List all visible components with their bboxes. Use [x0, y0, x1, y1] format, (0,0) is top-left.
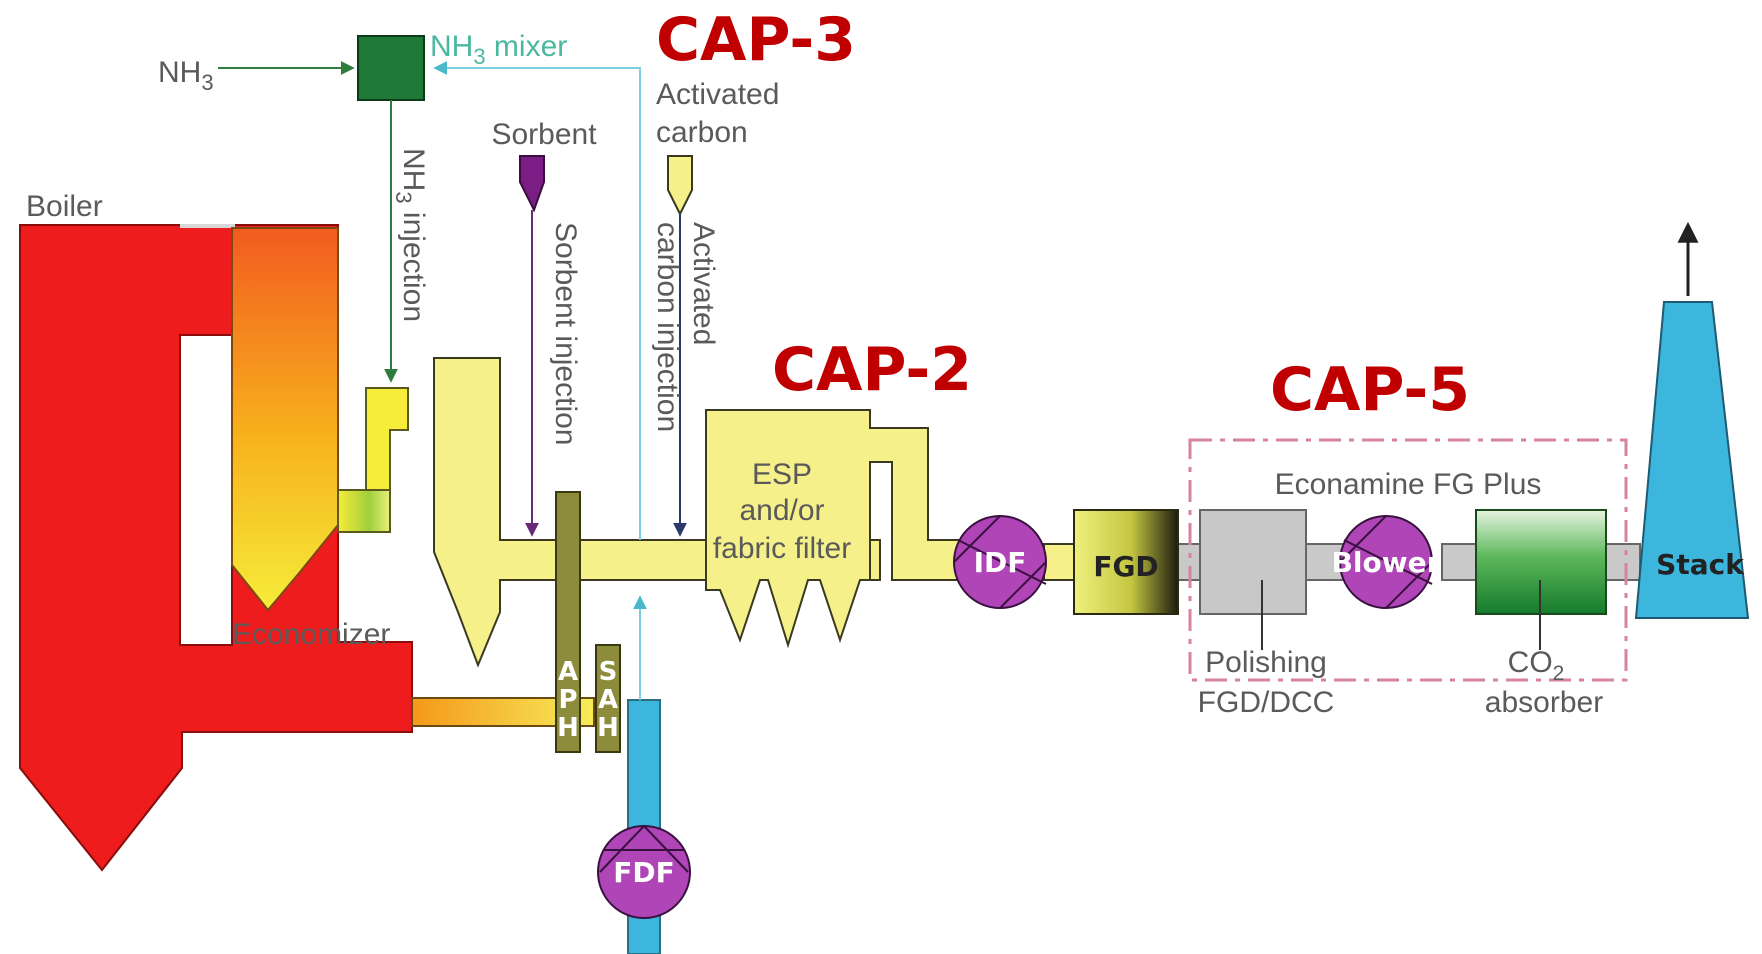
ammonia-return-line [433, 61, 647, 700]
boiler [19, 224, 413, 872]
svg-text:NH3: NH3 [158, 56, 214, 95]
svg-text:FDF: FDF [613, 856, 675, 889]
svg-text:Blower: Blower [1332, 546, 1441, 579]
svg-text:A: A [598, 685, 618, 715]
scr-reactor [433, 357, 881, 668]
boiler-label: Boiler [26, 190, 103, 223]
cap-5-label: CAP-5 [1270, 355, 1470, 425]
economizer-label: Economizer [232, 618, 390, 651]
svg-text:FGD: FGD [1093, 550, 1158, 583]
co2-absorber: CO2 absorber [1475, 509, 1607, 719]
aph-column [555, 491, 621, 753]
svg-text:S: S [599, 657, 618, 687]
svg-text:Stack: Stack [1656, 548, 1745, 581]
svg-text:H: H [557, 713, 579, 743]
svg-text:FGD/DCC: FGD/DCC [1198, 686, 1335, 719]
svg-text:CO2: CO2 [1508, 646, 1565, 685]
polishing-fgd-dcc: Polishing FGD/DCC [1198, 509, 1335, 719]
svg-text:carbon: carbon [656, 116, 748, 149]
idf-fan: IDF [953, 515, 1047, 609]
aph-label: A P H [557, 657, 579, 743]
sah-label: S A H [597, 657, 619, 743]
cap-2-label: CAP-2 [772, 335, 972, 405]
svg-text:Polishing: Polishing [1205, 646, 1327, 679]
svg-text:H: H [597, 713, 619, 743]
svg-text:Sorbent injection: Sorbent injection [549, 222, 582, 445]
svg-text:and/or: and/or [739, 494, 824, 527]
nh3-feed-arrow: NH3 [158, 56, 355, 95]
svg-text:Sorbent: Sorbent [491, 118, 597, 151]
svg-text:IDF: IDF [974, 546, 1027, 579]
svg-text:ESP: ESP [752, 458, 812, 491]
fdf-fan: FDF [597, 825, 691, 919]
gas-path-to-stack [1043, 543, 1641, 581]
boiler-outlet-duct [337, 387, 409, 533]
svg-text:NH3 injection: NH3 injection [391, 148, 430, 322]
svg-text:absorber: absorber [1485, 686, 1603, 719]
svg-text:Activated: Activated [656, 78, 779, 111]
svg-text:fabric filter: fabric filter [713, 532, 851, 565]
cap-labels: CAP-3 CAP-2 CAP-5 [656, 5, 1470, 425]
svg-text:P: P [558, 685, 577, 715]
fgd-unit: FGD [1073, 509, 1179, 615]
econamine-fg-plus-enclosure: Econamine FG Plus [1188, 438, 1628, 682]
cap-3-label: CAP-3 [656, 5, 856, 75]
nh3-injection-line: NH3 injection [384, 100, 430, 383]
svg-text:A: A [558, 657, 578, 687]
economizer [231, 227, 339, 612]
sorbent-hopper: Sorbent Sorbent injection [491, 118, 597, 537]
esp-fabric-filter [705, 409, 985, 649]
svg-text:carbon injection: carbon injection [651, 222, 684, 432]
esp-label: ESP and/or fabric filter [713, 458, 851, 565]
svg-text:NH3 mixer: NH3 mixer [430, 30, 567, 69]
svg-text:Econamine FG Plus: Econamine FG Plus [1275, 468, 1542, 501]
svg-text:Boiler: Boiler [26, 190, 103, 223]
blower: Blower [1332, 515, 1441, 609]
svg-text:Activated: Activated [687, 222, 720, 345]
stack: Stack [1634, 221, 1750, 619]
activated-carbon-hopper: Activated carbon Activated carbon inject… [651, 78, 779, 537]
svg-text:Economizer: Economizer [232, 618, 390, 651]
nh3-mixer: NH3 mixer [357, 30, 567, 101]
